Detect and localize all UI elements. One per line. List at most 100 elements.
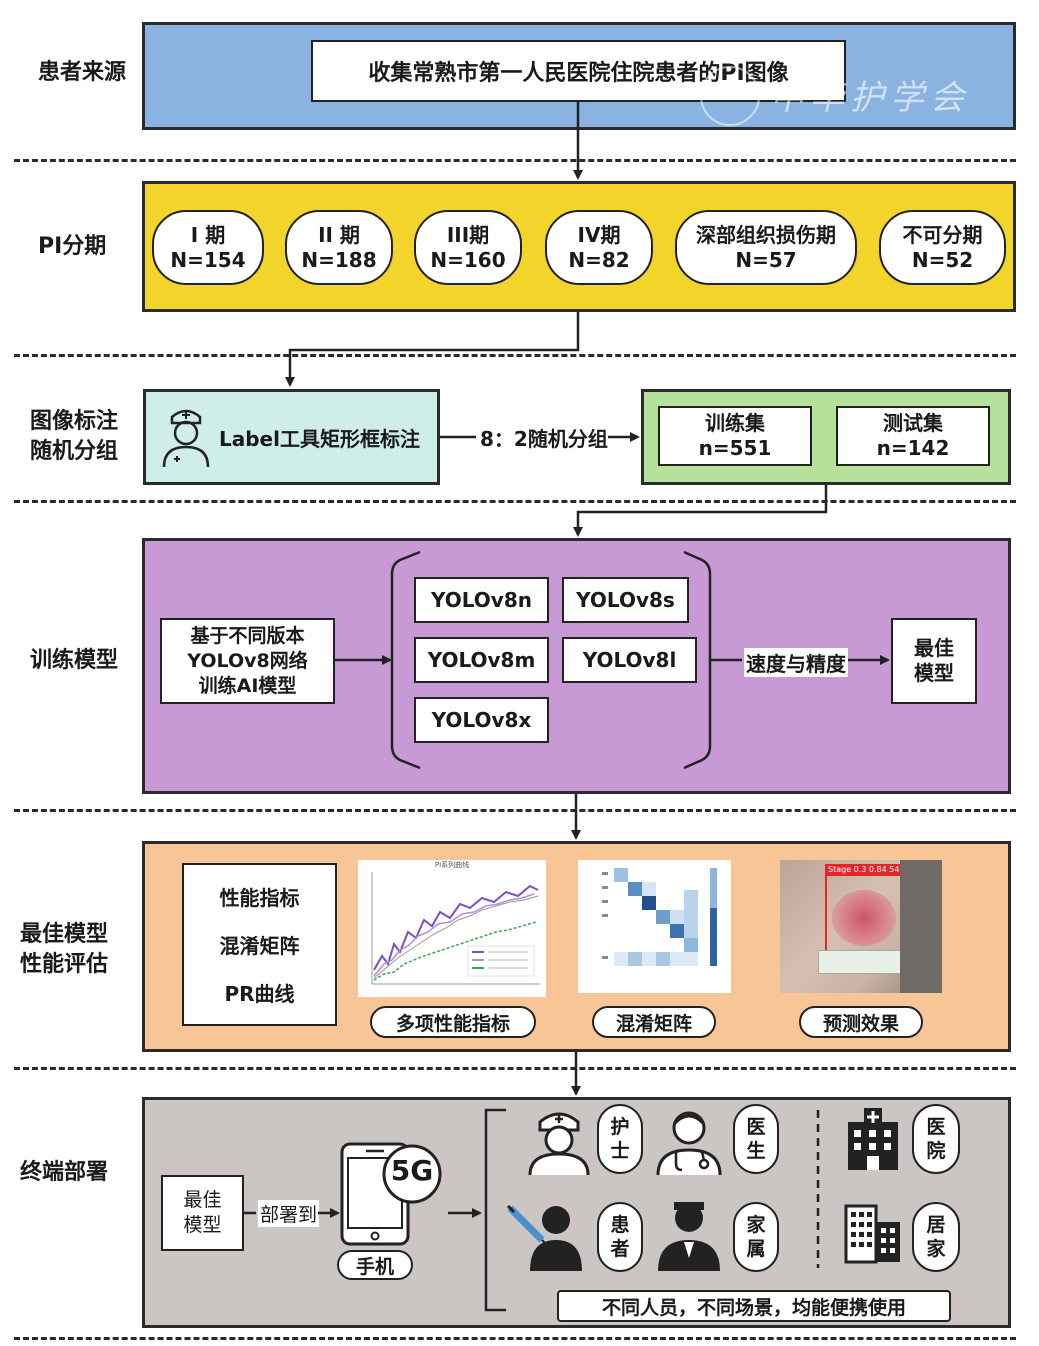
split-label: 8：2随机分组 — [478, 423, 610, 452]
role-nurse: 护 士 — [597, 1104, 643, 1174]
train-desc-line: 基于不同版本 — [190, 624, 305, 647]
stage-count: N=52 — [911, 247, 974, 272]
train-set-count: n=551 — [698, 436, 772, 460]
section-label-source: 患者来源 — [38, 60, 127, 85]
speed-label: 速度与精度 — [744, 648, 848, 677]
model-yolov8n: YOLOv8n — [414, 577, 549, 623]
section-label-evaluation-2: 性能评估 — [20, 952, 109, 977]
train-set-box: 训练集 n=551 — [658, 406, 812, 466]
photo-shadow — [900, 860, 942, 993]
section-label-training: 训练模型 — [30, 648, 119, 673]
role-char: 士 — [610, 1140, 630, 1162]
divider — [14, 354, 1016, 357]
test-set-count: n=142 — [876, 436, 950, 460]
eval-list-box: 性能指标 混淆矩阵 PR曲线 — [182, 863, 337, 1026]
stage-pill-6: 不可分期 N=52 — [879, 210, 1006, 285]
deploy-to-label: 部署到 — [258, 1200, 320, 1227]
deploy-best-box: 最佳 模型 — [161, 1175, 244, 1251]
deploy-footer: 不同人员，不同场景，均能便携使用 — [557, 1290, 951, 1322]
stage-count: N=82 — [568, 247, 630, 272]
eval-item: PR曲线 — [224, 981, 295, 1006]
prediction-photo-thumbnail: Stage 0.3 0.84 549 — [780, 860, 942, 993]
role-char: 者 — [610, 1238, 630, 1260]
hospital-icon — [848, 1108, 898, 1170]
nurse-icon — [528, 1112, 590, 1176]
role-char: 生 — [746, 1140, 766, 1162]
test-set-name: 测试集 — [883, 411, 943, 435]
stage-name: III期 — [446, 222, 490, 247]
stage-name: I 期 — [190, 222, 226, 247]
role-doctor: 医 生 — [733, 1104, 779, 1174]
phone-caption: 手机 — [337, 1250, 413, 1280]
label-tool-text: Label工具矩形框标注 — [219, 427, 420, 451]
place-home: 居 家 — [912, 1202, 960, 1272]
caption-prediction: 预测效果 — [799, 1006, 923, 1038]
best-model-box: 最佳 模型 — [891, 618, 977, 704]
section-label-deployment: 终端部署 — [20, 1160, 109, 1185]
stage-name: 深部组织损伤期 — [696, 222, 836, 247]
stage-count: N=154 — [170, 247, 246, 272]
model-yolov8x: YOLOv8x — [414, 697, 549, 743]
wound-area — [832, 890, 896, 946]
family-member-icon — [658, 1202, 720, 1271]
role-char: 属 — [746, 1238, 766, 1260]
test-set-box: 测试集 n=142 — [836, 406, 990, 466]
divider — [14, 500, 1016, 503]
divider — [14, 159, 1016, 162]
stage-pill-2: II 期 N=188 — [285, 210, 393, 285]
role-char: 医 — [746, 1116, 766, 1138]
model-yolov8l: YOLOv8l — [562, 637, 697, 683]
watermark-text: 中华护学会 — [770, 78, 970, 118]
section-label-evaluation-1: 最佳模型 — [20, 922, 109, 947]
5g-badge: 5G — [390, 1154, 434, 1187]
role-char: 家 — [926, 1238, 946, 1260]
section-label-annotation-1: 图像标注 — [30, 409, 119, 434]
stage-pill-4: IV期 N=82 — [545, 210, 653, 285]
train-set-name: 训练集 — [705, 411, 765, 435]
role-family: 家 属 — [733, 1202, 779, 1272]
stage-name: II 期 — [318, 222, 360, 247]
role-char: 家 — [746, 1214, 766, 1236]
model-yolov8m: YOLOv8m — [414, 637, 549, 683]
stage-pill-5: 深部组织损伤期 N=57 — [675, 210, 857, 285]
train-desc-box: 基于不同版本 YOLOv8网络 训练AI模型 — [160, 618, 335, 704]
place-hospital: 医 院 — [912, 1104, 960, 1174]
detection-label: Stage 0.3 0.84 549 — [825, 864, 908, 875]
stage-count: N=160 — [430, 247, 506, 272]
caption-confusion: 混淆矩阵 — [592, 1006, 716, 1038]
mini-chart-title: PI系列曲线 — [434, 861, 470, 869]
caption-metrics: 多项性能指标 — [370, 1006, 536, 1038]
deploy-best-line: 最佳 — [183, 1189, 222, 1211]
confusion-matrix-svg — [602, 868, 717, 966]
divider — [14, 1337, 1016, 1340]
train-desc-line: 训练AI模型 — [198, 674, 297, 697]
watermark-seal — [700, 66, 760, 126]
mini-chart-svg — [371, 872, 540, 985]
role-char: 医 — [926, 1116, 946, 1138]
eval-item: 混淆矩阵 — [219, 933, 300, 958]
best-model-line: 模型 — [914, 661, 954, 685]
section-label-annotation-2: 随机分组 — [30, 439, 119, 464]
patient-icon — [506, 1204, 582, 1271]
eval-item: 性能指标 — [219, 886, 300, 911]
stage-count: N=188 — [301, 247, 377, 272]
train-desc-line: YOLOv8网络 — [187, 649, 308, 672]
stage-pill-1: I 期 N=154 — [152, 210, 264, 285]
stage-pill-3: III期 N=160 — [414, 210, 522, 285]
home-building-icon — [844, 1204, 900, 1264]
nurse-icon — [162, 409, 210, 468]
phone-icon — [340, 1142, 442, 1246]
stage-name: 不可分期 — [902, 222, 983, 247]
divider — [14, 1067, 1016, 1070]
section-label-staging: PI分期 — [38, 234, 107, 259]
label-tool-box — [143, 389, 440, 485]
stage-count: N=57 — [735, 247, 797, 272]
deploy-best-line: 模型 — [183, 1214, 222, 1236]
role-char: 患 — [610, 1214, 630, 1236]
stage-name: IV期 — [577, 222, 621, 247]
role-patient: 患 者 — [597, 1202, 643, 1272]
metrics-chart-thumbnail: PI系列曲线 — [358, 860, 546, 997]
confusion-matrix-thumbnail — [578, 860, 731, 993]
divider — [14, 809, 1016, 812]
